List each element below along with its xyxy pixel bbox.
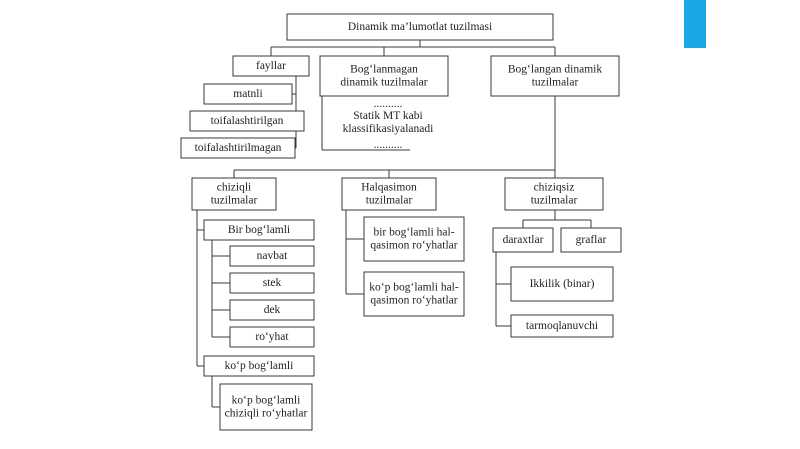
node-label: navbat xyxy=(257,250,288,262)
node-label: Dinamik ma’lumotlat tuzilmasi xyxy=(348,21,492,33)
boglanmagan-note: ..........Statik MT kabiklassifikasiyala… xyxy=(343,98,434,151)
node-toifalashtirilgan: toifalashtirilgan xyxy=(189,110,305,132)
node-label: toifalashtirilmagan xyxy=(195,142,282,154)
node-box xyxy=(191,177,277,211)
node-stek: stek xyxy=(229,272,315,294)
node-label: daraxtlar xyxy=(503,234,544,246)
node-label: tuzilmalar xyxy=(532,77,579,89)
node-navbat: navbat xyxy=(229,245,315,267)
node-label: fayllar xyxy=(256,60,286,72)
node-label: tuzilmalar xyxy=(531,195,578,207)
node-label: stek xyxy=(263,277,282,289)
node-box xyxy=(319,55,449,97)
node-label: chiziqsiz xyxy=(534,182,575,194)
node-label: toifalashtirilgan xyxy=(211,115,284,127)
node-daraxtlar: daraxtlar xyxy=(492,227,554,253)
node-label: ko‘p bog‘lamli xyxy=(225,360,294,372)
node-graflar: graflar xyxy=(560,227,622,253)
node-tarmoqlanuvchi: tarmoqlanuvchi xyxy=(510,314,614,338)
node-label: dinamik tuzilmalar xyxy=(340,77,427,89)
node-box xyxy=(229,326,315,348)
node-dek: dek xyxy=(229,299,315,321)
node-royhat: ro‘yhat xyxy=(229,326,315,348)
node-kop-boglamli: ko‘p bog‘lamli xyxy=(203,355,315,377)
node-box xyxy=(490,55,620,97)
node-label: graflar xyxy=(576,234,607,246)
node-box xyxy=(203,83,293,105)
node-box xyxy=(229,245,315,267)
node-box xyxy=(229,272,315,294)
node-label: Bir bog‘lamli xyxy=(228,224,290,236)
node-label: tuzilmalar xyxy=(366,195,413,207)
node-box xyxy=(229,299,315,321)
connector-lines xyxy=(196,40,592,408)
node-box xyxy=(219,383,313,431)
node-box xyxy=(492,227,554,253)
node-root: Dinamik ma’lumotlat tuzilmasi xyxy=(286,13,554,41)
node-box xyxy=(560,227,622,253)
node-label: Halqasimon xyxy=(361,182,417,194)
node-label: Bog‘lanmagan xyxy=(350,64,418,76)
node-label: bir bog‘lamli hal- xyxy=(373,227,454,239)
node-label: qasimon ro‘yhatlar xyxy=(370,295,457,307)
node-box xyxy=(189,110,305,132)
node-box xyxy=(341,177,437,211)
node-box xyxy=(510,266,614,302)
note-line: .......... xyxy=(374,139,403,151)
node-box xyxy=(203,355,315,377)
node-box xyxy=(286,13,554,41)
node-box xyxy=(203,219,315,241)
node-label: ro‘yhat xyxy=(255,331,289,343)
node-box xyxy=(504,177,604,211)
node-kop-halqa: ko‘p bog‘lamli hal-qasimon ro‘yhatlar xyxy=(363,271,465,317)
diagram-nodes: Dinamik ma’lumotlat tuzilmasi fayllar matn… xyxy=(180,13,622,431)
node-label: dek xyxy=(264,304,281,316)
note-line: Statik MT kabi xyxy=(353,110,422,122)
node-label: chiziqli ro‘yhatlar xyxy=(225,408,308,420)
node-box xyxy=(232,55,310,77)
node-label: qasimon ro‘yhatlar xyxy=(370,240,457,252)
node-label: ko‘p bog‘lamli hal- xyxy=(369,282,459,294)
node-label: tuzilmalar xyxy=(211,195,258,207)
node-box xyxy=(180,137,296,159)
node-box xyxy=(510,314,614,338)
note-line: .......... xyxy=(374,98,403,110)
node-label: ko‘p bog‘lamli xyxy=(232,395,301,407)
accent-bar xyxy=(684,0,706,48)
node-box xyxy=(363,271,465,317)
node-label: matnli xyxy=(233,88,262,100)
node-label: tarmoqlanuvchi xyxy=(526,320,598,332)
node-toifalashtirilmagan: toifalashtirilmagan xyxy=(180,137,296,159)
node-matnli: matnli xyxy=(203,83,293,105)
node-label: Ikkilik (binar) xyxy=(530,278,595,290)
node-bir-boglamli: Bir bog‘lamli xyxy=(203,219,315,241)
node-fayllar: fayllar xyxy=(232,55,310,77)
node-ikkilik: Ikkilik (binar) xyxy=(510,266,614,302)
node-bir-halqa: bir bog‘lamli hal-qasimon ro‘yhatlar xyxy=(363,216,465,262)
node-label: chiziqli xyxy=(217,182,252,194)
note-line: klassifikasiyalanadi xyxy=(343,123,434,135)
node-label: Bog‘langan dinamik xyxy=(508,64,602,76)
node-box xyxy=(363,216,465,262)
